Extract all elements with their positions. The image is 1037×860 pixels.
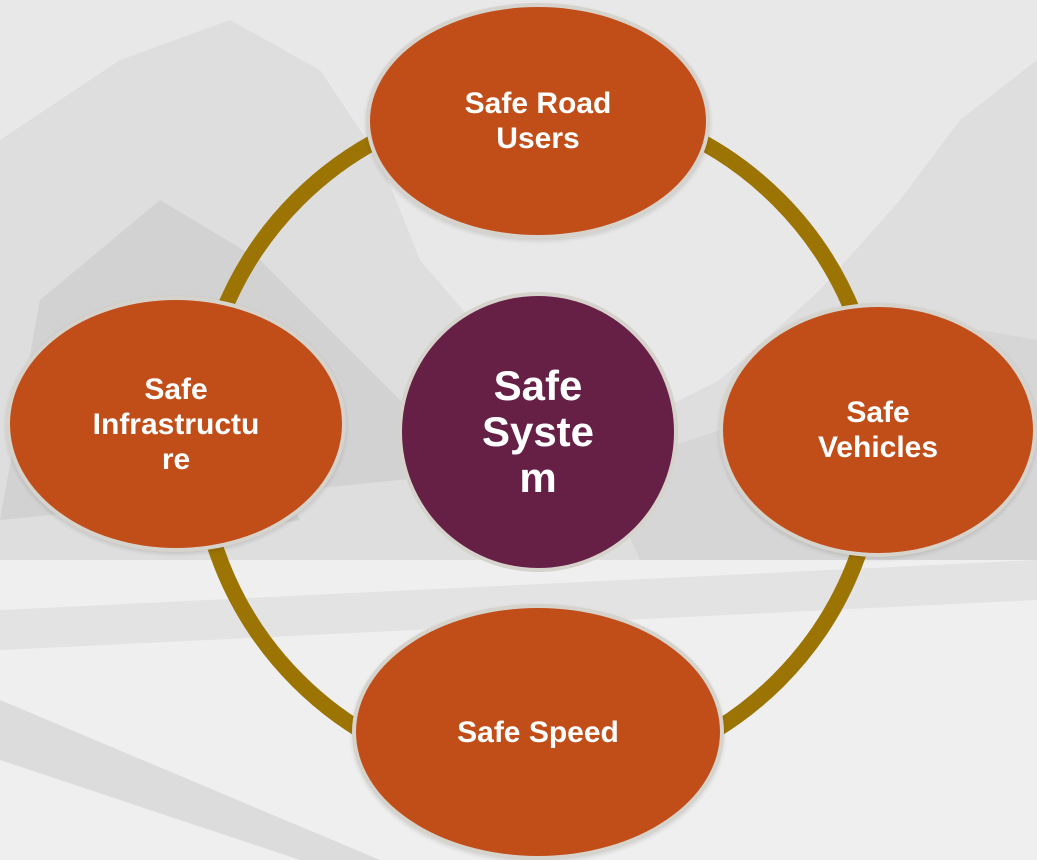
node-label: Safe Speed (457, 715, 619, 749)
node-safe-road-users: Safe Road Users (366, 3, 710, 239)
node-safe-infrastructure: Safe Infrastructu re (6, 296, 346, 552)
node-label: Safe Road Users (464, 87, 612, 155)
node-safe-speed: Safe Speed (352, 604, 724, 860)
center-label: Safe Syste m (481, 362, 595, 501)
center-safe-system: Safe Syste m (398, 292, 678, 572)
node-label: Safe Vehicles (817, 396, 939, 464)
node-label: Safe Infrastructu re (92, 372, 260, 476)
node-safe-vehicles: Safe Vehicles (719, 303, 1037, 557)
